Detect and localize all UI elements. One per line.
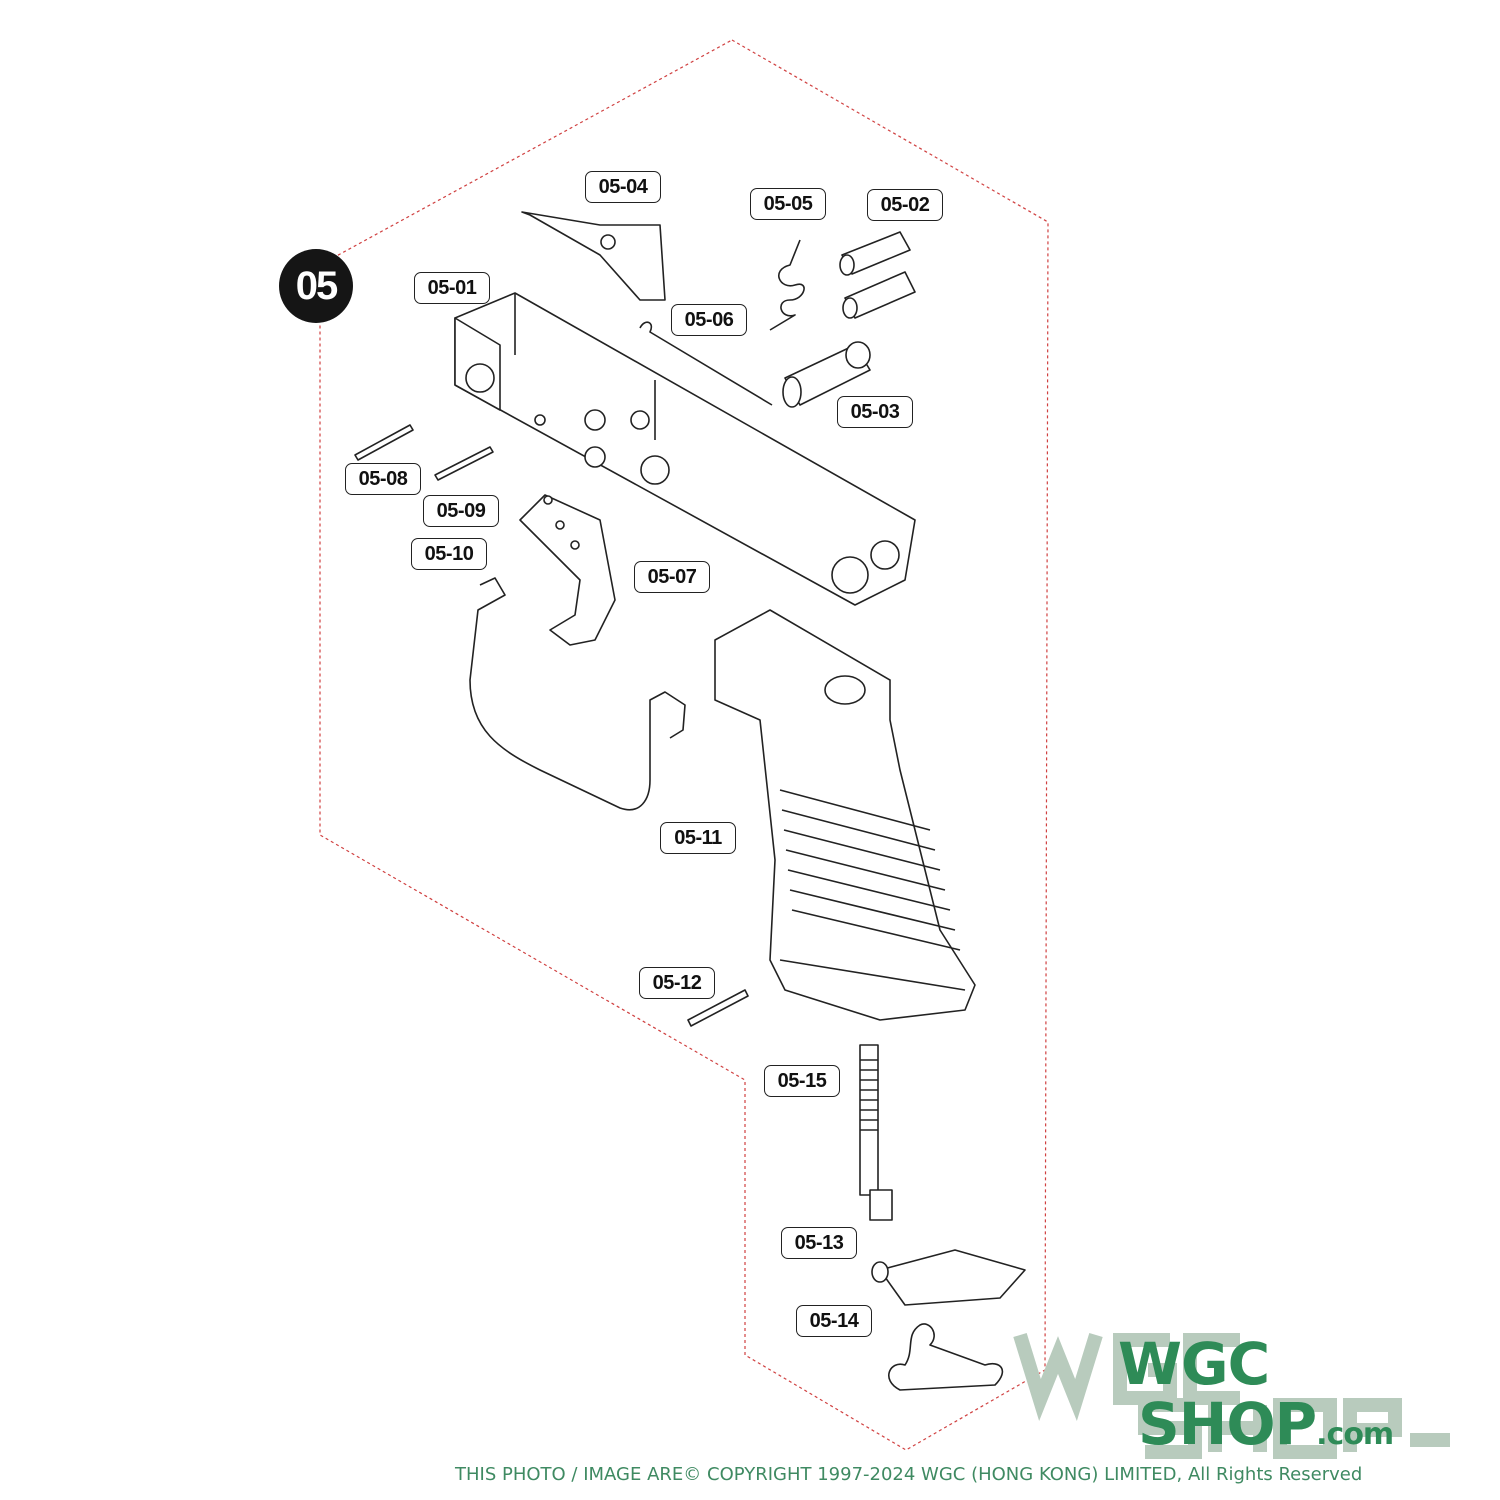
group-outline [319,39,1049,1451]
part-label-05-09: 05-09 [423,495,499,527]
part-label-05-05: 05-05 [750,188,826,220]
part-label-05-06: 05-06 [671,304,747,336]
part-05-02-pins [839,231,916,319]
part-label-05-10: 05-10 [411,538,487,570]
part-label-05-07: 05-07 [634,561,710,593]
logo-wgc: WGC [1118,1330,1270,1398]
part-label-05-01: 05-01 [414,272,490,304]
part-label-05-03: 05-03 [837,396,913,428]
part-label-05-04: 05-04 [585,171,661,203]
part-05-08-pin [354,424,414,461]
part-label-05-11: 05-11 [660,822,736,854]
wgc-shop-logo: WGC SHOP.com [1118,1330,1394,1465]
part-05-07-trigger [519,494,616,646]
part-label-05-13: 05-13 [781,1227,857,1259]
part-label-05-08: 05-08 [345,463,421,495]
copyright-notice: THIS PHOTO / IMAGE ARE© COPYRIGHT 1997-2… [455,1464,1363,1485]
part-05-15-screw [859,1044,893,1221]
part-05-09-pin [434,446,494,481]
part-05-11-grip [714,609,976,1021]
part-05-14-clip [888,1323,1004,1391]
part-05-06-wire [639,321,773,406]
part-05-05-spring [769,239,805,331]
logo-com: .com [1316,1417,1394,1452]
part-05-03-plunger [782,341,871,408]
logo-shop: SHOP [1138,1390,1317,1458]
group-badge: 05 [279,249,353,323]
part-label-05-12: 05-12 [639,967,715,999]
part-label-05-14: 05-14 [796,1305,872,1337]
part-05-10-trigger-guard [469,577,686,811]
part-label-05-02: 05-02 [867,189,943,221]
part-05-13-plate [871,1249,1026,1306]
part-05-04-hammer [521,211,666,301]
part-05-12-pin [687,989,749,1027]
watermark-logo-shadow [1013,1332,1450,1459]
part-05-01-frame [454,292,916,606]
part-label-05-15: 05-15 [764,1065,840,1097]
